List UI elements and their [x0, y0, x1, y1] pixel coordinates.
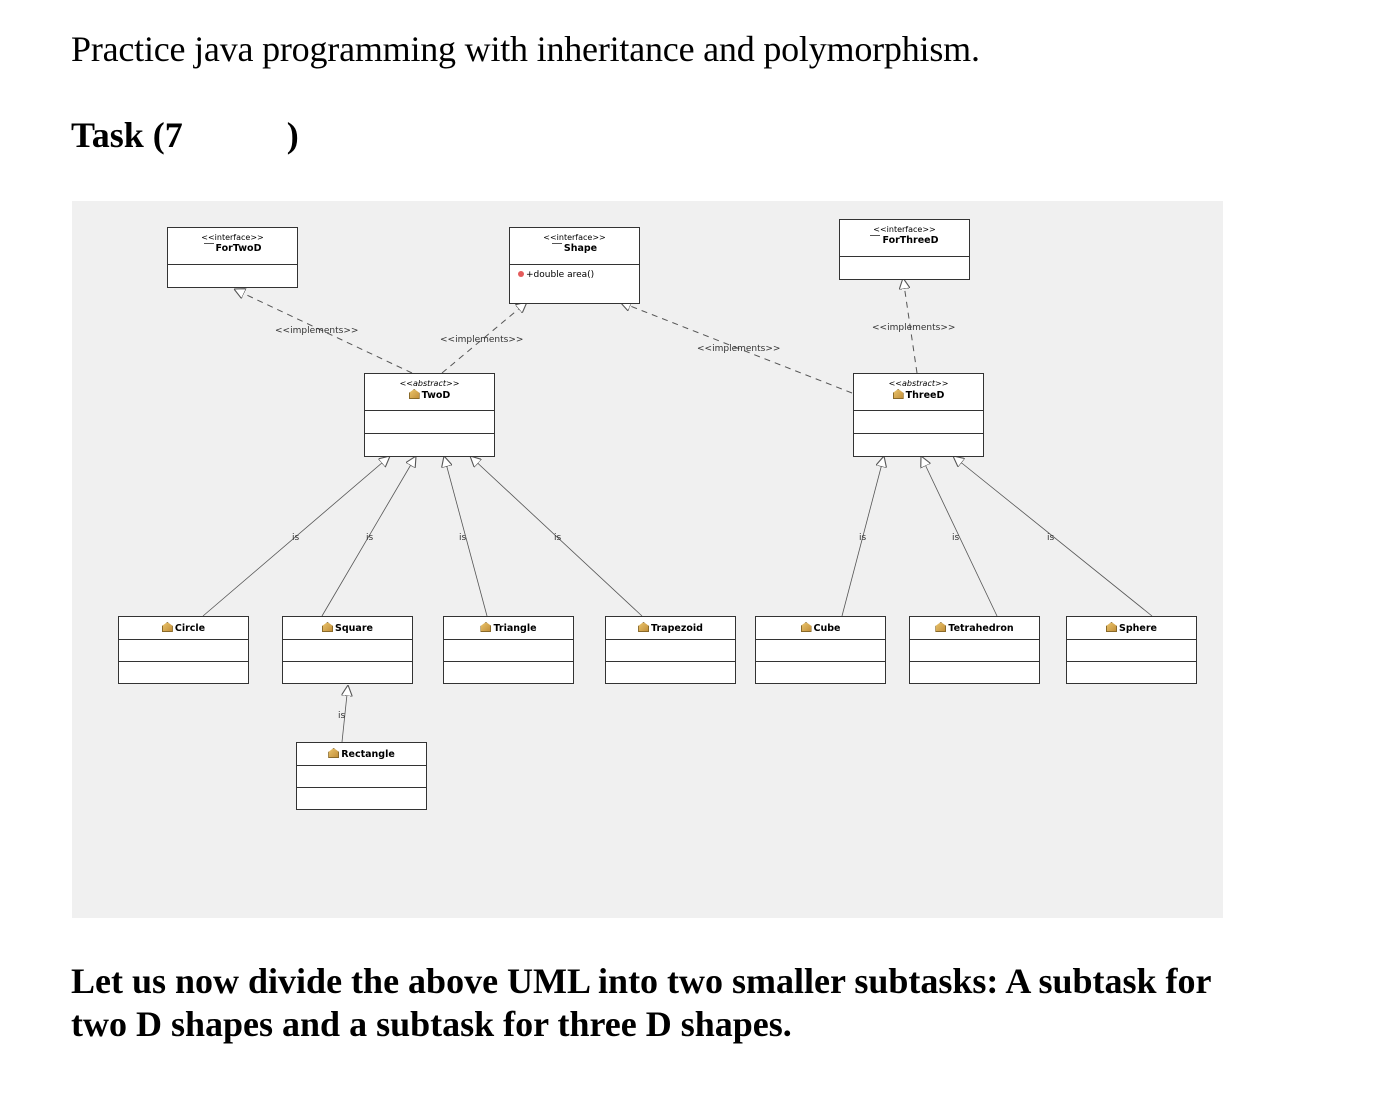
impl-twod-shape: [441, 302, 527, 374]
fields-section: [756, 640, 885, 662]
fields-section: [283, 640, 412, 662]
class-cube[interactable]: Cube: [755, 616, 886, 684]
task-suffix: ): [286, 115, 299, 155]
label-is-2: is: [366, 533, 374, 543]
subtask-description: Let us now divide the above UML into two…: [71, 961, 1211, 1044]
methods-section: [119, 662, 248, 683]
is-triangle: [444, 456, 488, 617]
class-icon: [480, 622, 492, 632]
methods-section: [854, 434, 983, 456]
class-name: Rectangle: [341, 749, 395, 760]
interface-icon: [203, 243, 214, 250]
fields-section: [119, 640, 248, 662]
is-square: [321, 456, 416, 617]
class-icon: [161, 622, 173, 632]
interface-icon: [551, 243, 562, 250]
interface-fortwod[interactable]: <<interface>> ForTwoD: [167, 227, 298, 288]
stereotype: <<abstract>>: [399, 379, 460, 388]
class-name: Circle: [174, 623, 206, 634]
method-double-area: +double area(): [526, 270, 595, 280]
label-is-8: is: [338, 711, 346, 721]
class-rectangle[interactable]: Rectangle: [296, 742, 427, 810]
label-implements-2: <<implements>>: [440, 335, 523, 345]
label-is-3: is: [459, 533, 467, 543]
interface-icon: [870, 235, 881, 242]
stereotype: <<interface>>: [201, 233, 264, 242]
class-icon: [638, 622, 650, 632]
fields-section: [606, 640, 735, 662]
class-icon: [892, 389, 904, 399]
class-tetrahedron[interactable]: Tetrahedron: [909, 616, 1040, 684]
label-implements-4: <<implements>>: [872, 323, 955, 333]
task-heading: Task (7): [71, 114, 299, 156]
impl-threed-shape: [620, 302, 853, 394]
is-rectangle: [342, 685, 348, 743]
fields-section: [297, 766, 426, 788]
class-icon: [935, 622, 947, 632]
is-sphere: [953, 456, 1153, 617]
class-name: TwoD: [421, 390, 451, 401]
methods-section: [606, 662, 735, 683]
is-circle: [202, 456, 390, 617]
intro-text: Practice java programming with inheritan…: [71, 29, 980, 69]
class-name: ForTwoD: [215, 243, 262, 254]
fields-section: [168, 265, 297, 287]
class-name: Shape: [563, 243, 598, 254]
methods-section: [297, 788, 426, 809]
stereotype: <<interface>>: [543, 233, 606, 242]
class-icon: [328, 748, 340, 758]
fields-section: [1067, 640, 1196, 662]
stereotype: <<interface>>: [873, 225, 936, 234]
class-icon: [1106, 622, 1117, 632]
is-trapezoid: [470, 456, 643, 617]
uml-diagram: <<implements>> <<implements>> <<implemen…: [72, 201, 1223, 918]
class-name: ThreeD: [905, 390, 945, 401]
abstract-threed[interactable]: <<abstract>> ThreeD: [853, 373, 984, 457]
methods-section: [910, 662, 1039, 683]
class-trapezoid[interactable]: Trapezoid: [605, 616, 736, 684]
interface-forthreed[interactable]: <<interface>> ForThreeD: [839, 219, 970, 280]
class-name: Tetrahedron: [948, 623, 1014, 634]
methods-section: [283, 662, 412, 683]
stereotype: <<abstract>>: [888, 379, 949, 388]
methods-section: [1067, 662, 1196, 683]
class-name: Cube: [813, 623, 841, 634]
label-implements-3: <<implements>>: [697, 344, 780, 354]
label-is-1: is: [292, 533, 300, 543]
is-cube: [841, 456, 884, 617]
class-name: Square: [335, 623, 373, 634]
task-prefix: Task (7: [71, 115, 183, 155]
fields-section: [444, 640, 573, 662]
is-tetrahedron: [921, 456, 998, 617]
class-name: Triangle: [493, 623, 537, 634]
class-triangle[interactable]: Triangle: [443, 616, 574, 684]
class-circle[interactable]: Circle: [118, 616, 249, 684]
fields-section: [910, 640, 1039, 662]
methods-section: [365, 434, 494, 456]
method-icon: [518, 271, 524, 277]
label-is-6: is: [952, 533, 960, 543]
class-square[interactable]: Square: [282, 616, 413, 684]
class-sphere[interactable]: Sphere: [1066, 616, 1197, 684]
impl-threed-forthreed: [903, 278, 918, 374]
interface-shape[interactable]: <<interface>> Shape +double area(): [509, 227, 640, 304]
uml-connectors: <<implements>> <<implements>> <<implemen…: [202, 201, 1153, 743]
class-icon: [322, 622, 334, 632]
label-implements-1: <<implements>>: [275, 326, 358, 336]
class-icon: [800, 622, 812, 632]
methods-section: [756, 662, 885, 683]
fields-section: [840, 257, 969, 279]
abstract-twod[interactable]: <<abstract>> TwoD: [364, 373, 495, 457]
label-is-5: is: [859, 533, 867, 543]
methods-section: +double area(): [510, 265, 639, 303]
label-is-4: is: [554, 533, 562, 543]
fields-section: [854, 411, 983, 434]
class-name: ForThreeD: [882, 235, 939, 246]
fields-section: [365, 411, 494, 434]
methods-section: [444, 662, 573, 683]
label-is-7: is: [1047, 533, 1055, 543]
class-name: Trapezoid: [651, 623, 703, 634]
class-name: Sphere: [1119, 623, 1157, 634]
class-icon: [408, 389, 420, 399]
